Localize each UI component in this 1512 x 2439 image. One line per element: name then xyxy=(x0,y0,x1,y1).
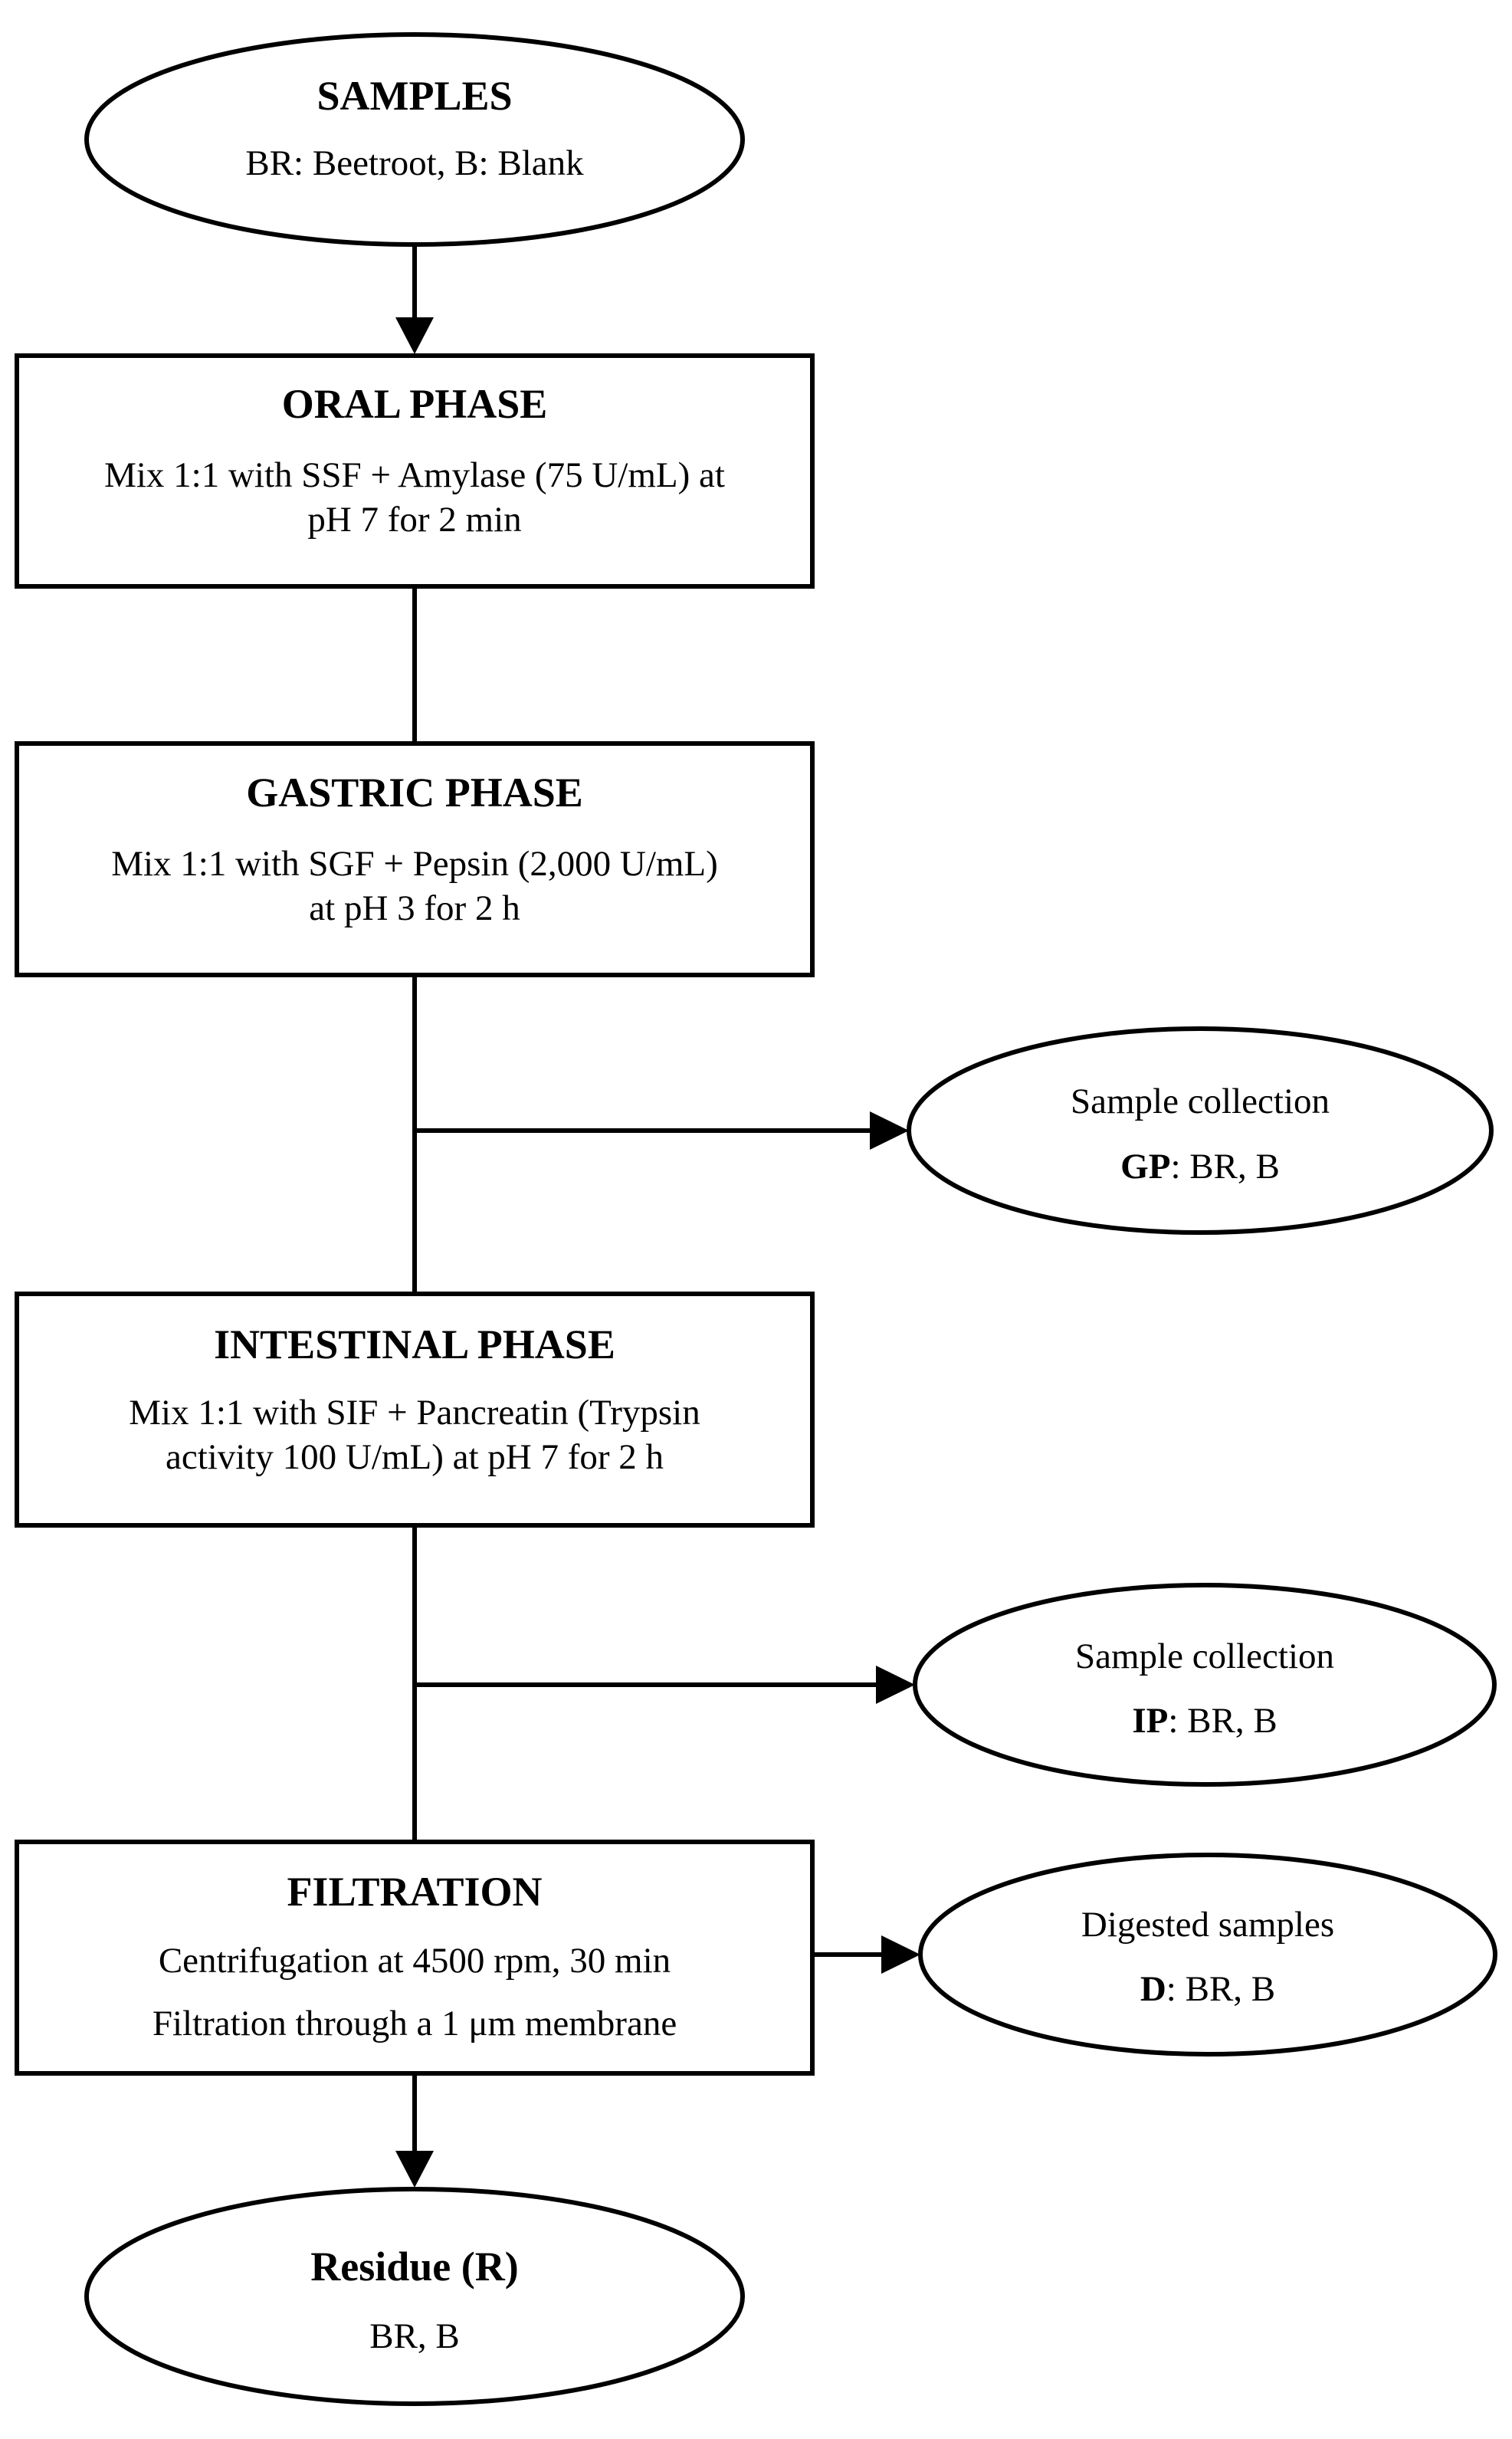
filtration-node: FILTRATION Centrifugation at 4500 rpm, 3… xyxy=(15,1840,815,2076)
samples-ellipse xyxy=(84,32,745,247)
digested-samples-ellipse xyxy=(918,1853,1497,2057)
oral-phase-title: ORAL PHASE xyxy=(282,381,548,427)
filtration-title: FILTRATION xyxy=(287,1869,542,1915)
digested-samples-list: : BR, B xyxy=(1166,1969,1275,2009)
gastric-phase-node: GASTRIC PHASE Mix 1:1 with SGF + Pepsin … xyxy=(15,741,815,977)
gastric-collection-code: GP xyxy=(1120,1147,1170,1187)
oral-phase-line1: Mix 1:1 with SSF + Amylase (75 U/mL) at xyxy=(104,455,725,495)
samples-legend: BR: Beetroot, B: Blank xyxy=(245,143,584,183)
arrowhead-to-oral xyxy=(395,317,434,354)
digested-samples-list-text: D: BR, B xyxy=(1140,1969,1275,2009)
filtration-line2: Filtration through a 1 μm membrane xyxy=(153,2004,677,2043)
gastric-collection-samples: GP: BR, B xyxy=(1120,1147,1280,1187)
intestinal-collection-ellipse xyxy=(913,1583,1497,1787)
arrowhead-to-residue xyxy=(395,2151,434,2188)
intestinal-phase-line2: activity 100 U/mL) at pH 7 for 2 h xyxy=(166,1437,664,1477)
intestinal-phase-box xyxy=(15,1292,815,1528)
residue-title: Residue (R) xyxy=(310,2244,518,2290)
oral-phase-node: ORAL PHASE Mix 1:1 with SSF + Amylase (7… xyxy=(15,353,815,589)
filtration-line1: Centrifugation at 4500 rpm, 30 min xyxy=(159,1941,671,1981)
intestinal-phase-title: INTESTINAL PHASE xyxy=(214,1321,615,1367)
intestinal-collection-list: : BR, B xyxy=(1168,1701,1277,1741)
intestinal-collection-code: IP xyxy=(1132,1701,1168,1741)
gastric-collection-ellipse xyxy=(907,1026,1494,1235)
gastric-collection-list: : BR, B xyxy=(1170,1147,1279,1187)
residue-ellipse xyxy=(84,2187,745,2406)
gastric-phase-box xyxy=(15,741,815,977)
digested-samples-node: Digested samples D: BR, B xyxy=(918,1853,1497,2057)
intestinal-collection-title: Sample collection xyxy=(1075,1636,1334,1676)
intestinal-phase-node: INTESTINAL PHASE Mix 1:1 with SIF + Panc… xyxy=(15,1292,815,1528)
gastric-collection-node: Sample collection GP: BR, B xyxy=(907,1026,1494,1235)
samples-node: SAMPLES BR: Beetroot, B: Blank xyxy=(84,32,745,247)
gastric-phase-line2: at pH 3 for 2 h xyxy=(309,888,520,928)
oral-phase-line2: pH 7 for 2 min xyxy=(307,500,521,540)
gastric-phase-title: GASTRIC PHASE xyxy=(246,770,583,816)
gastric-collection-title: Sample collection xyxy=(1071,1082,1330,1121)
digested-samples-code: D xyxy=(1140,1969,1166,2009)
intestinal-collection-node: Sample collection IP: BR, B xyxy=(913,1583,1497,1787)
residue-node: Residue (R) BR, B xyxy=(84,2187,745,2406)
digested-samples-title: Digested samples xyxy=(1081,1905,1334,1945)
gastric-phase-line1: Mix 1:1 with SGF + Pepsin (2,000 U/mL) xyxy=(111,844,718,884)
intestinal-collection-samples: IP: BR, B xyxy=(1132,1701,1277,1741)
samples-title: SAMPLES xyxy=(317,73,512,119)
arrowhead-to-gastric-collection xyxy=(870,1111,909,1150)
arrowhead-to-intestinal-collection xyxy=(876,1666,915,1704)
intestinal-phase-line1: Mix 1:1 with SIF + Pancreatin (Trypsin xyxy=(129,1393,700,1433)
oral-phase-box xyxy=(15,353,815,589)
arrowhead-to-digested xyxy=(881,1935,920,1974)
residue-samples: BR, B xyxy=(369,2316,460,2356)
filtration-box xyxy=(15,1840,815,2076)
